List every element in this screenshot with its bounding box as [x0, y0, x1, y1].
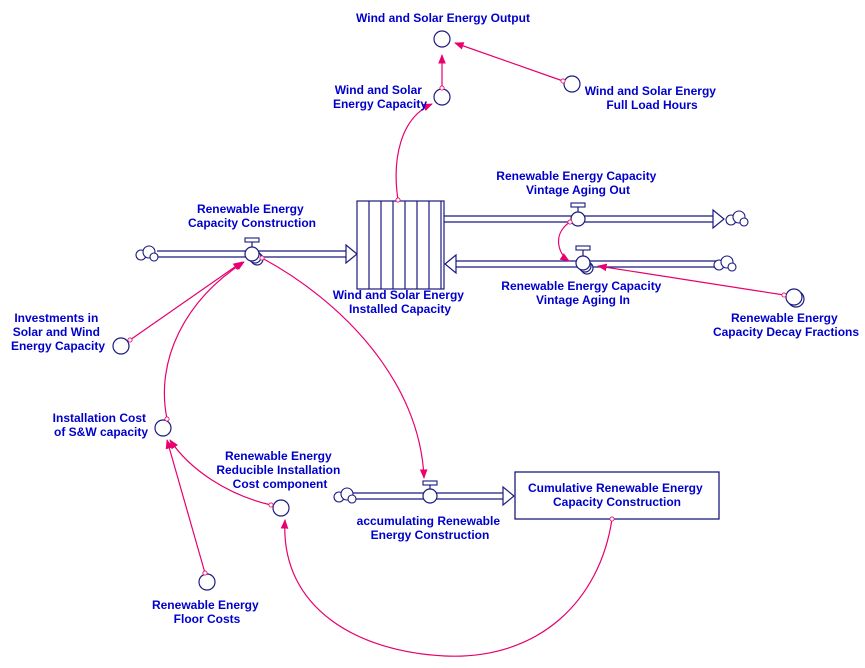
- reducible-cost-variable[interactable]: [272, 499, 290, 517]
- capacity-variable[interactable]: [433, 88, 451, 106]
- cloud-icon: [725, 210, 749, 227]
- cloud-icon: [333, 487, 357, 504]
- cumulative-construction-label: Cumulative Renewable Energy Capacity Con…: [528, 481, 706, 509]
- installed-capacity-stock[interactable]: [356, 200, 445, 290]
- installation-cost-variable[interactable]: [154, 419, 172, 437]
- vintage-out-label: Renewable Energy Capacity Vintage Aging …: [496, 169, 659, 197]
- output-label: Wind and Solar Energy Output: [356, 11, 530, 25]
- vintage-in-label: Renewable Energy Capacity Vintage Aging …: [501, 279, 664, 307]
- cloud-icon: [713, 255, 737, 272]
- capacity-label: Wind and Solar Energy Capacity: [333, 83, 427, 111]
- investments-label: Investments in Solar and Wind Energy Cap…: [11, 311, 105, 353]
- accumulating-valve-icon[interactable]: [422, 480, 438, 504]
- link-cumulative-to-reducible: [280, 516, 615, 657]
- cumulative-construction-stock[interactable]: [514, 471, 720, 520]
- cloud-icon: [135, 245, 159, 262]
- link-fullload-to-output: [454, 42, 566, 84]
- link-installed-to-capacity: [395, 103, 433, 203]
- decay-fractions-variable[interactable]: [785, 288, 805, 308]
- vintage-in-valve-icon[interactable]: [575, 245, 594, 275]
- floor-costs-variable[interactable]: [198, 573, 216, 591]
- installed-capacity-label: Wind and Solar Energy Installed Capacity: [333, 288, 468, 316]
- decay-fractions-label: Renewable Energy Capacity Decay Fraction…: [713, 311, 859, 339]
- link-decay-to-vintagein: [597, 263, 787, 298]
- link-vintageout-to-vintagein: [558, 219, 573, 262]
- vintage-out-valve-icon[interactable]: [570, 202, 586, 227]
- causal-links: [127, 42, 787, 657]
- output-variable[interactable]: [433, 30, 451, 48]
- link-investments-to-construction: [127, 261, 243, 343]
- link-construction-to-accumulating: [259, 255, 428, 479]
- accumulating-label: accumulating Renewable Energy Constructi…: [357, 514, 504, 542]
- link-floor-to-cost: [165, 439, 208, 576]
- full-load-hours-label: Wind and Solar Energy Full Load Hours: [585, 84, 720, 112]
- construction-label: Renewable Energy Capacity Construction: [188, 202, 316, 230]
- reducible-cost-label: Renewable Energy Reducible Installation …: [216, 449, 343, 491]
- installation-cost-label: Installation Cost of S&W capacity: [53, 411, 150, 439]
- floor-costs-label: Renewable Energy Floor Costs: [152, 598, 262, 626]
- link-cost-to-construction: [163, 261, 245, 422]
- investments-variable[interactable]: [112, 337, 130, 355]
- full-load-hours-variable[interactable]: [563, 75, 581, 93]
